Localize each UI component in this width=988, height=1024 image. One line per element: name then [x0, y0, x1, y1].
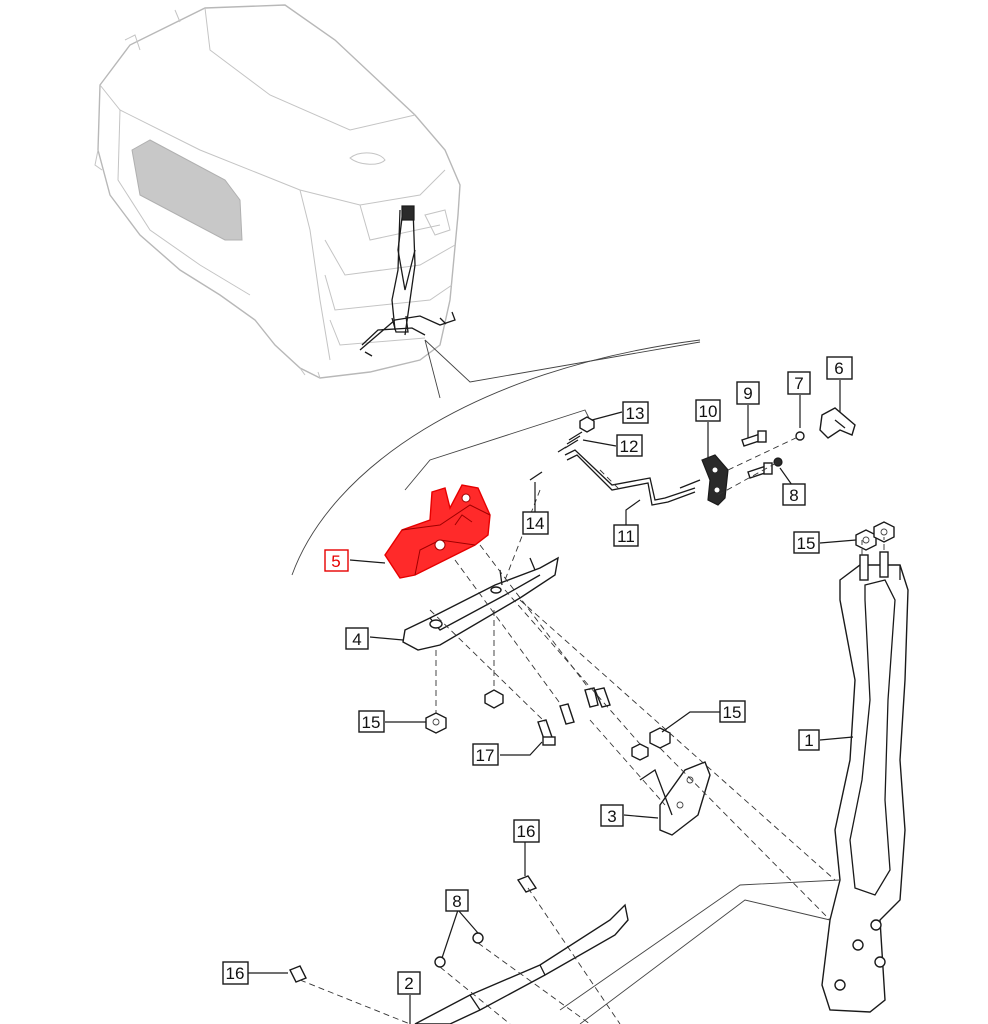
part-8-washer: [773, 457, 783, 467]
callout-10: 10: [695, 399, 721, 422]
callout-1: 1: [798, 729, 820, 751]
callout-4: 4: [345, 627, 369, 650]
callout-11: 11: [613, 524, 639, 547]
svg-text:15: 15: [797, 534, 816, 553]
part-1-upright-bracket: [821, 551, 909, 1013]
callout-8-upper: 8: [782, 483, 806, 506]
svg-text:16: 16: [517, 822, 536, 841]
svg-text:2: 2: [404, 974, 413, 993]
hood-assembly: [94, 4, 461, 379]
callout-15-top: 15: [793, 531, 820, 554]
callout-14: 14: [522, 511, 549, 535]
part-14-pin: [529, 471, 543, 481]
callout-3: 3: [600, 804, 624, 827]
svg-text:9: 9: [743, 384, 752, 403]
leader-lines: [248, 380, 857, 1024]
callout-15-left: 15: [358, 710, 385, 733]
part-8-washer-lower-b: [434, 956, 446, 968]
svg-text:13: 13: [626, 404, 645, 423]
part-3-small-bracket: [639, 761, 711, 836]
callout-16-left: 16: [222, 961, 249, 985]
part-10-lever: [701, 454, 729, 506]
part-4-mounting-plate: [402, 556, 559, 651]
part-17-bolts: [537, 687, 611, 746]
svg-text:7: 7: [794, 374, 803, 393]
svg-text:16: 16: [226, 964, 245, 983]
part-7-washer: [795, 431, 805, 441]
nut-15-left: [425, 712, 447, 734]
svg-text:3: 3: [607, 807, 616, 826]
part-16-bolt-center: [516, 875, 538, 893]
svg-text:10: 10: [699, 402, 718, 421]
callout-5: 5: [324, 549, 349, 572]
callout-15-right: 15: [719, 700, 746, 723]
svg-text:15: 15: [723, 703, 742, 722]
callout-8-lower: 8: [445, 889, 469, 912]
part-2-lower-bracket: [414, 903, 629, 1024]
svg-text:15: 15: [362, 713, 381, 732]
part-16-bolt-left: [289, 965, 307, 983]
callout-9: 9: [736, 381, 760, 405]
hood-latch-mounted: [359, 205, 456, 357]
part-12-spring: [557, 431, 583, 453]
svg-text:14: 14: [526, 514, 545, 533]
callout-16-center: 16: [513, 819, 540, 843]
svg-text:17: 17: [476, 746, 495, 765]
nut-15-center: [484, 689, 504, 709]
callout-2: 2: [397, 971, 421, 995]
detail-circle-arc: [291, 339, 701, 576]
svg-text:4: 4: [352, 630, 361, 649]
nut-15-right: [631, 727, 671, 761]
callout-6: 6: [826, 356, 853, 380]
part-9-bolts: [741, 430, 773, 479]
part-8-washer-lower-a: [472, 932, 484, 944]
svg-text:1: 1: [804, 731, 813, 750]
part-5-latch-bracket: [384, 484, 491, 579]
nuts-top-right: [855, 521, 895, 551]
assembly-lines: [299, 435, 885, 1024]
svg-text:8: 8: [789, 486, 798, 505]
svg-text:8: 8: [452, 892, 461, 911]
part-13-nut: [579, 416, 595, 433]
callout-13: 13: [622, 401, 649, 424]
part-6-handle: [819, 407, 856, 439]
callout-12: 12: [616, 434, 643, 457]
svg-text:5: 5: [331, 552, 340, 571]
part-11-rod: [564, 449, 701, 506]
svg-text:6: 6: [834, 359, 843, 378]
callout-17: 17: [472, 743, 499, 766]
svg-text:11: 11: [617, 527, 635, 546]
callout-7: 7: [787, 371, 811, 395]
reference-outline: [404, 409, 591, 491]
svg-text:12: 12: [620, 437, 639, 456]
